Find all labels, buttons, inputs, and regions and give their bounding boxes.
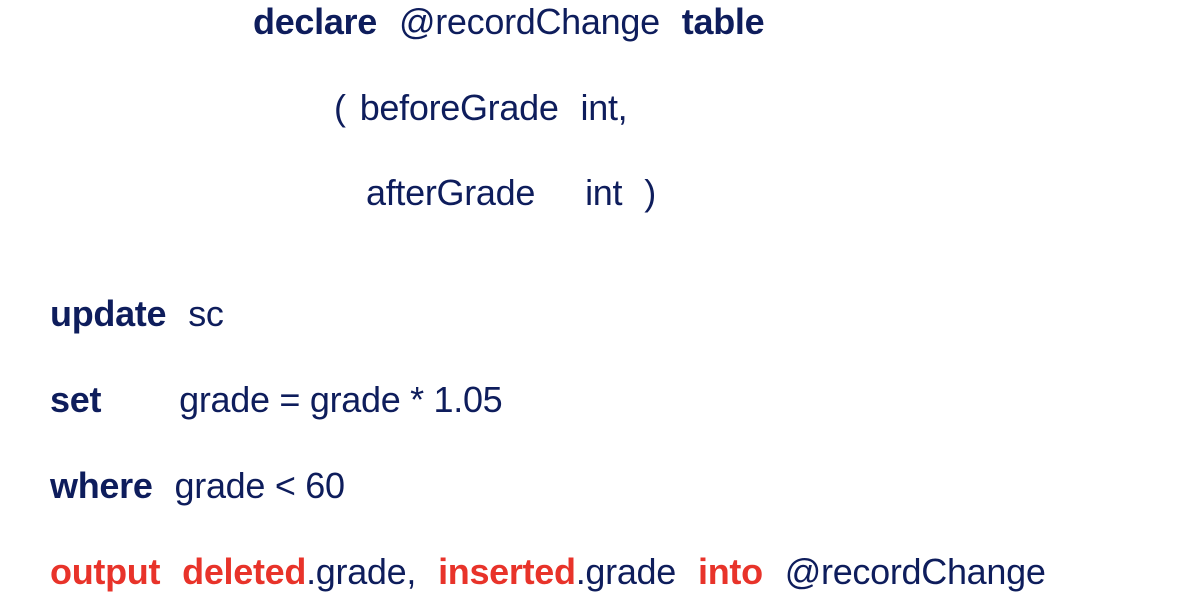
set-keyword: set	[50, 379, 102, 420]
declare-line: declare @recordChange table	[253, 0, 765, 44]
after-grade-line: afterGrade int)	[366, 171, 656, 215]
into-keyword: into	[698, 551, 763, 592]
set-line: set grade = grade * 1.05	[50, 378, 503, 422]
where-condition: grade < 60	[174, 465, 345, 506]
declare-keyword: declare	[253, 1, 377, 42]
output-target: @recordChange	[784, 551, 1046, 592]
where-line: where grade < 60	[50, 464, 345, 508]
open-paren: (	[334, 87, 346, 128]
before-grade-line: ( beforeGrade int,	[334, 86, 628, 130]
deleted-keyword: deleted	[182, 551, 307, 592]
after-grade-type: int	[585, 172, 623, 213]
output-keyword: output	[50, 551, 161, 592]
before-grade-column: beforeGrade	[359, 87, 559, 128]
deleted-field: .grade,	[306, 551, 417, 592]
update-line: update sc	[50, 292, 224, 336]
output-line: output deleted.grade, inserted.grade into @r…	[50, 550, 1046, 594]
inserted-field: .grade	[575, 551, 677, 592]
inserted-keyword: inserted	[438, 551, 576, 592]
update-keyword: update	[50, 293, 167, 334]
record-change-variable: @recordChange	[399, 1, 660, 42]
update-table: sc	[188, 293, 224, 334]
after-grade-column: afterGrade	[366, 172, 536, 213]
set-expression: grade = grade * 1.05	[179, 379, 503, 420]
where-keyword: where	[50, 465, 153, 506]
before-grade-type: int,	[580, 87, 628, 128]
close-paren: )	[644, 172, 656, 213]
table-keyword: table	[681, 1, 765, 42]
